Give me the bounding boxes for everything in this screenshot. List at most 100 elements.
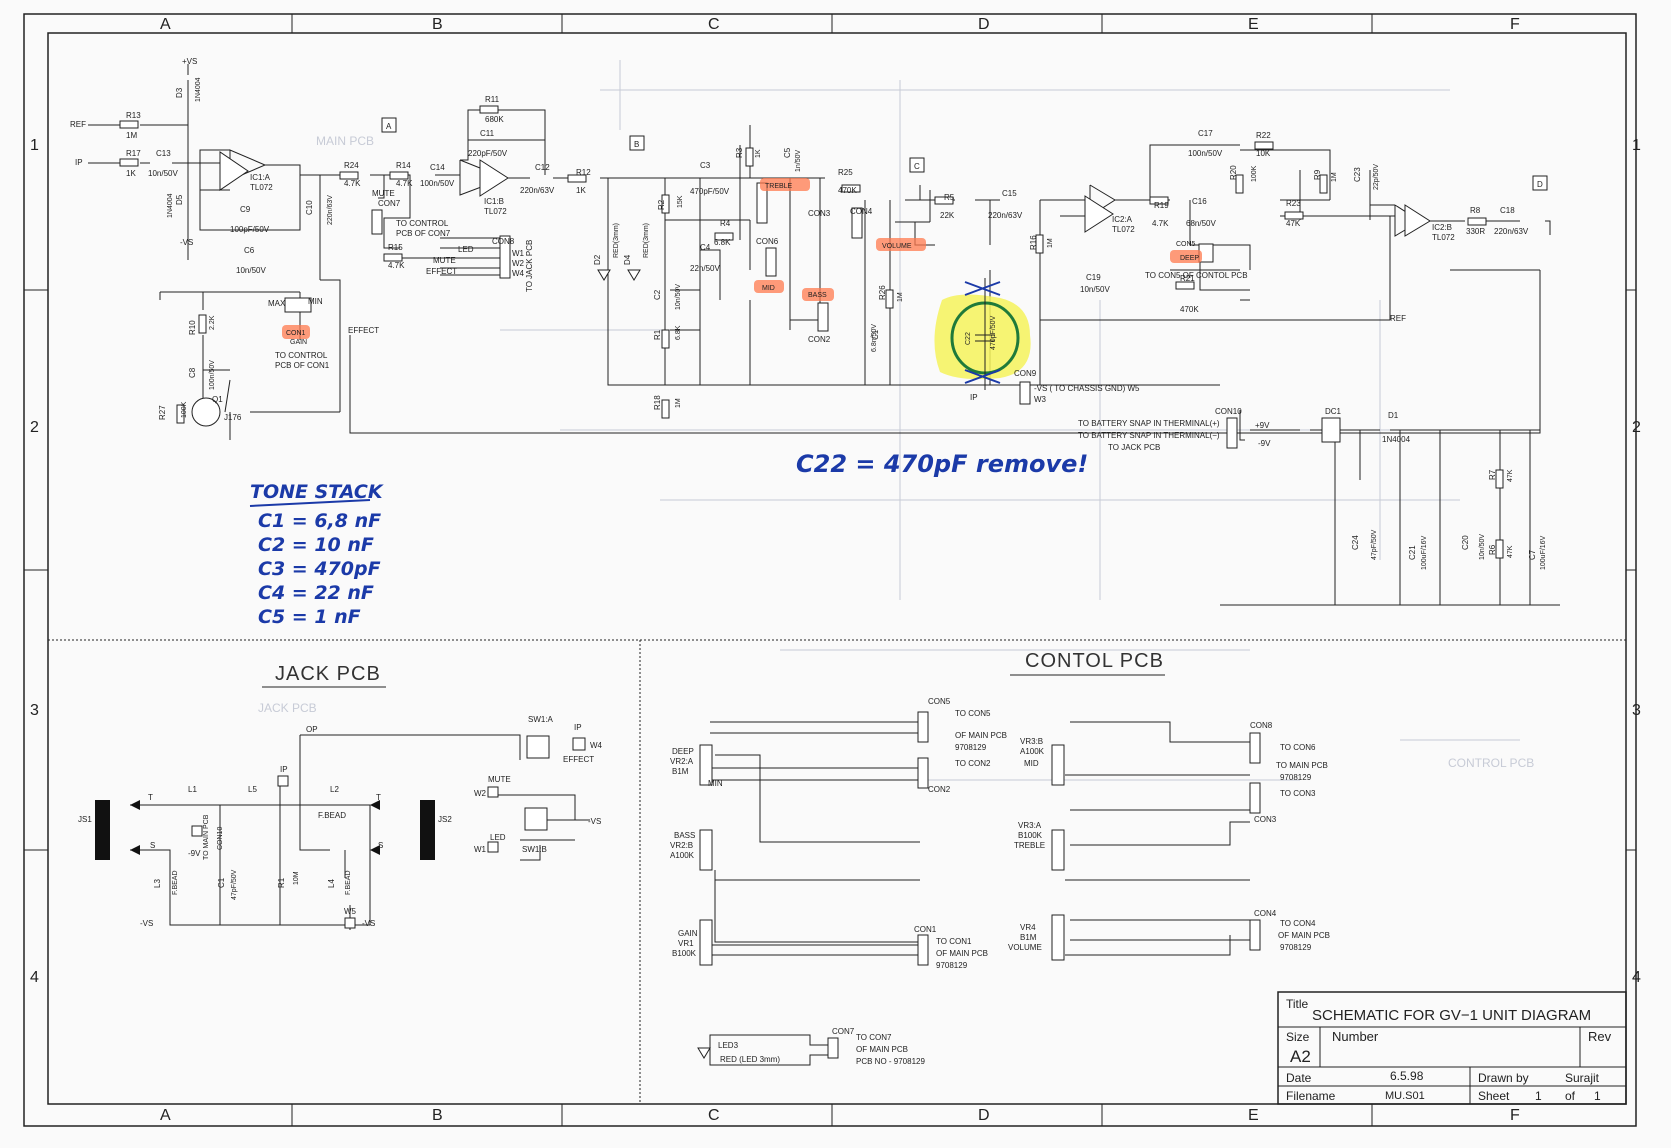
main-pcb-d5-label: D5 [175, 194, 184, 205]
main-pcb-c24v-label: 47pF/50V [1371, 529, 1378, 560]
main-pcb-r2v-label: 15K [677, 195, 684, 208]
main-pcb-c5-label: C5 [783, 147, 792, 158]
main-pcb-r23v-label: 47K [1286, 219, 1301, 228]
jack-pcb-l5-label: L5 [248, 785, 257, 794]
main-pcb-r16v-label: 1M [1047, 238, 1054, 248]
main-pcb-r23-label: R23 [1286, 199, 1301, 208]
main-pcb-c13v-label: 10n/50V [148, 169, 178, 178]
main-pcb-c23-label: C23 [1353, 167, 1362, 182]
control-pcb-of-main-label: OF MAIN PCB [955, 731, 1007, 740]
control-pcb-deep-label: DEEP [672, 747, 694, 756]
main-pcb-c16v-label: 68n/50V [1186, 219, 1216, 228]
of-value: 1 [1594, 1089, 1601, 1103]
main-pcb-r3v-label: 1K [755, 149, 762, 158]
control-pcb-to-con7-label: TO CON7 [856, 1033, 892, 1042]
control-pcb-of-main4-label: OF MAIN PCB [1278, 931, 1330, 940]
ic2a-opamp [1084, 195, 1114, 233]
main-pcb-c6v-label: 10n/50V [236, 266, 266, 275]
main-pcb-c22v-label: 470pF/50V [990, 315, 997, 350]
gain-highlight [282, 325, 310, 339]
main-pcb-r24-label: R24 [344, 161, 359, 170]
filename-label: Filename [1286, 1089, 1336, 1103]
jack-pcb-l4v-label: F.BEAD [345, 870, 352, 895]
main-pcb-r1v-label: 6.8K [675, 325, 682, 340]
control-pcb-to-con3-label: TO CON3 [1280, 789, 1316, 798]
ic1b-opamp [479, 159, 509, 197]
control-pcb-a100k2-label: A100K [1020, 747, 1045, 756]
control-pcb-vr2b-label: VR2:B [670, 841, 693, 850]
jack-pcb-js1-label: JS1 [78, 815, 92, 824]
main-pcb-max-label: MAX [268, 299, 286, 308]
grid-row-label: 1 [30, 137, 39, 154]
jack-pcb-op-label: OP [306, 725, 318, 734]
main-pcb-c23v-label: 22p/50V [1373, 164, 1380, 190]
drawn-by-value: Surajit [1565, 1071, 1600, 1085]
main-pcb-p9v-label: +9V [1255, 421, 1270, 430]
jack-pcb-c1-label: C1 [217, 877, 226, 888]
main-pcb-r19v-label: 4.7K [1152, 219, 1169, 228]
svg-text:CONTROL PCB: CONTROL PCB [1448, 756, 1534, 770]
main-pcb-r15v-label: 4.7K [388, 261, 405, 270]
tone-stack-line: C1 = 6,8 nF [258, 510, 381, 532]
control-pcb-to-con5-label: TO CON5 [955, 709, 991, 718]
main-pcb-r14-label: R14 [396, 161, 411, 170]
main-pcb-c2-label: C2 [653, 289, 662, 300]
grid-col-label: C [708, 1107, 720, 1124]
test-point-label: B [634, 140, 639, 149]
tone-stack-line: C4 = 22 nF [258, 582, 374, 604]
control-pcb-con8-label: CON8 [1250, 721, 1273, 730]
js2-jack [420, 800, 435, 860]
main-pcb-r26-label: R26 [878, 285, 887, 300]
tone-stack-line: C3 = 470pF [258, 558, 381, 580]
grid-col-label: F [1510, 1107, 1520, 1124]
main-pcb-c3v-label: 470pF/50V [690, 187, 730, 196]
leds [597, 269, 641, 281]
main-pcb-con7-to2-label: PCB OF CON7 [396, 229, 451, 238]
title-label: Title [1286, 997, 1309, 1011]
control-pcb-of-main1-label: OF MAIN PCB [936, 949, 988, 958]
main-pcb-r11-label: R11 [485, 95, 500, 104]
main-pcb-c18v-label: 220n/63V [1494, 227, 1529, 236]
main-pcb-batt1-label: TO BATTERY SNAP IN THERMINAL(+) [1078, 419, 1220, 428]
date-label: Date [1286, 1071, 1312, 1085]
ghost-traces: CONTROL PCB JACK PCB MAIN PCB [258, 60, 1534, 781]
jack-pcb-to-main-label: TO MAIN PCB [203, 814, 210, 860]
jack-pcb-title: JACK PCB [275, 663, 381, 685]
control-pcb-vr2a-label: VR2:A [670, 757, 694, 766]
mid-highlight [754, 280, 784, 293]
main-pcb-r21v-label: 470K [1180, 305, 1199, 314]
jack-pcb-l4-label: L4 [327, 879, 336, 888]
main-pcb-r27v-label: 100K [181, 401, 188, 418]
control-pcb-vr4-label: VR4 [1020, 923, 1036, 932]
main-pcb-r17v-label: 1K [126, 169, 136, 178]
connectors [284, 182, 1341, 449]
jack-pcb-s2-label: S [378, 841, 383, 850]
main-pcb-r12v-label: 1K [576, 186, 586, 195]
main-pcb-c19-label: C19 [1086, 273, 1101, 282]
control-pcb-vr1-label: VR1 [678, 939, 694, 948]
main-pcb-c4v-label: 22n/50V [690, 264, 720, 273]
main-pcb-r22v-label: 10K [1256, 149, 1271, 158]
c22-remove-note: C22 = 470pF remove! [796, 450, 1088, 478]
bass-highlight [802, 288, 834, 301]
main-pcb-r9-label: R9 [1313, 169, 1322, 180]
c22-cut-marks [964, 281, 1001, 384]
grid-col-label: F [1510, 16, 1520, 33]
grid-row-label: 2 [1632, 419, 1641, 436]
main-pcb-ic2a-label: IC2:A [1112, 215, 1133, 224]
main-pcb-r13-label: R13 [126, 111, 141, 120]
grid-col-label: D [978, 16, 990, 33]
main-pcb-r19-label: R19 [1154, 201, 1169, 210]
main-pcb-c2v-label: 10n/50V [675, 284, 682, 310]
control-pcb-led3v-label: RED (LED 3mm) [720, 1055, 780, 1064]
jack-pcb-mute-label: MUTE [488, 775, 511, 784]
main-pcb-r10v-label: 2.2K [209, 315, 216, 330]
main-pcb-c22-label: C22 [965, 332, 972, 345]
main-pcb-r24v-label: 4.7K [344, 179, 361, 188]
main-pcb-c12v-label: 220n/63V [520, 186, 555, 195]
main-pcb-w1-label: W1 [512, 249, 525, 258]
led3-diode [697, 1047, 711, 1059]
drawn-label: Drawn by [1478, 1071, 1529, 1085]
main-pcb-r4-label: R4 [720, 219, 731, 228]
